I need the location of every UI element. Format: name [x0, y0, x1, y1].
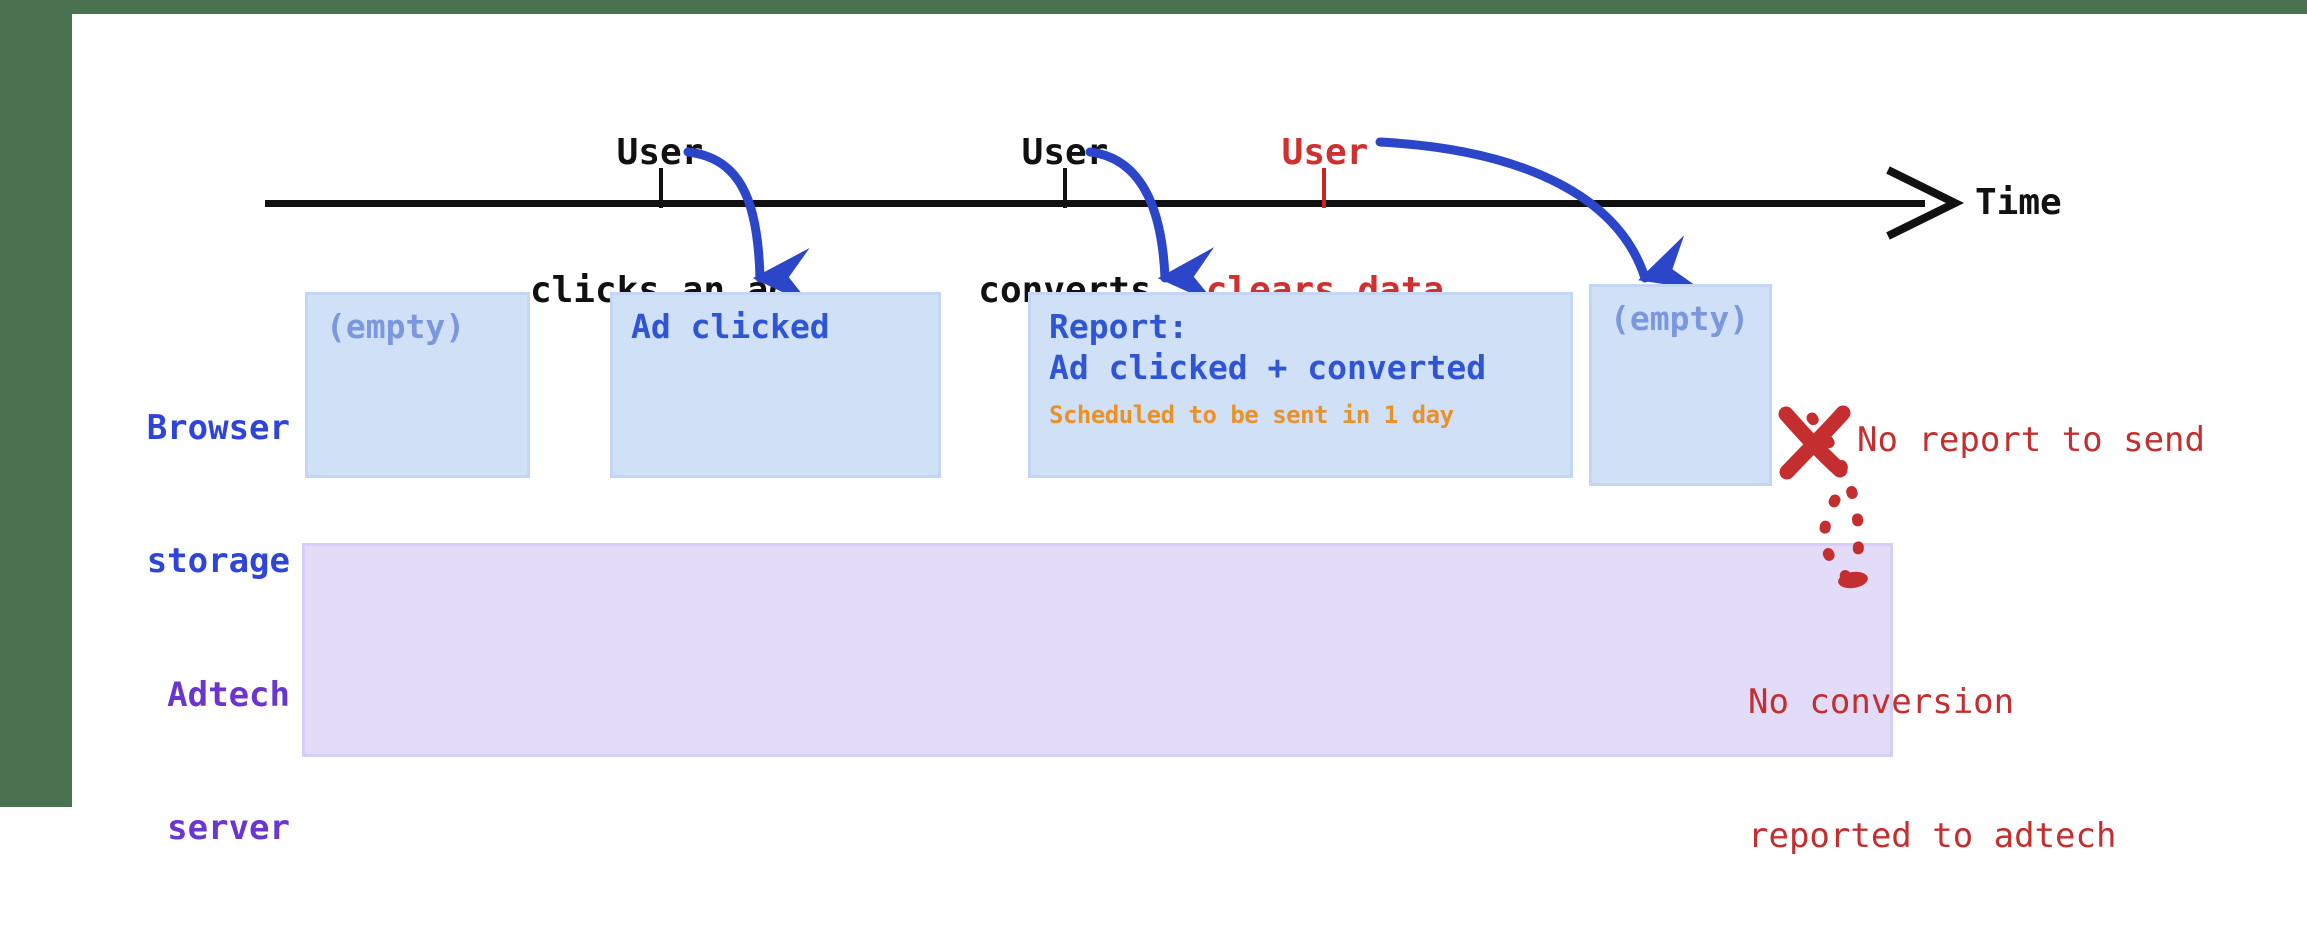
annotation-line-2: reported to adtech — [1748, 816, 2117, 857]
storage-box-empty-cleared: (empty) — [1589, 284, 1772, 486]
row-label-line-1: Adtech — [167, 675, 290, 716]
annotation-no-report-to-send: No report to send — [1857, 420, 2205, 460]
storage-line-detail: Ad clicked + converted — [1049, 347, 1487, 387]
adtech-server-box — [302, 543, 1893, 757]
storage-box-content: (empty) — [1592, 287, 1769, 340]
storage-line-schedule: Scheduled to be sent in 1 day — [1049, 400, 1454, 429]
red-x-icon — [1778, 405, 1851, 480]
event-line-1: User — [1021, 132, 1109, 174]
time-axis-label: Time — [1975, 182, 2062, 223]
row-label-line-2: server — [167, 807, 290, 848]
storage-box-empty-initial: (empty) — [305, 292, 530, 478]
top-green-border — [72, 0, 2307, 14]
storage-line-title: Report: — [1049, 307, 1189, 346]
storage-box-content: Ad clicked — [613, 295, 938, 348]
storage-line: (empty) — [1610, 299, 1750, 338]
tick-ad-click — [659, 168, 663, 208]
left-green-border — [0, 0, 72, 807]
tick-clear-data — [1322, 168, 1326, 208]
storage-box-content: (empty) — [308, 295, 527, 348]
row-label-line-2: storage — [146, 540, 290, 581]
storage-box-ad-clicked: Ad clicked — [610, 292, 941, 478]
storage-box-content: Report: Ad clicked + converted Scheduled… — [1031, 295, 1570, 431]
diagram-canvas: User clicks an ad User converts User cle… — [0, 0, 2307, 856]
row-label-adtech-server: Adtech server — [40, 585, 290, 939]
tick-conversion — [1063, 168, 1067, 208]
annotation-no-conversion-reported: No conversion reported to adtech — [1748, 590, 2116, 949]
row-label-browser-storage: Browser storage — [40, 318, 290, 672]
event-line-1: User — [1281, 132, 1369, 174]
storage-line: (empty) — [326, 307, 466, 346]
storage-line: Ad clicked — [631, 307, 830, 346]
event-line-1: User — [616, 132, 704, 174]
annotation-line-1: No conversion — [1748, 681, 2015, 722]
storage-box-report: Report: Ad clicked + converted Scheduled… — [1028, 292, 1573, 478]
row-label-line-1: Browser — [146, 408, 290, 449]
